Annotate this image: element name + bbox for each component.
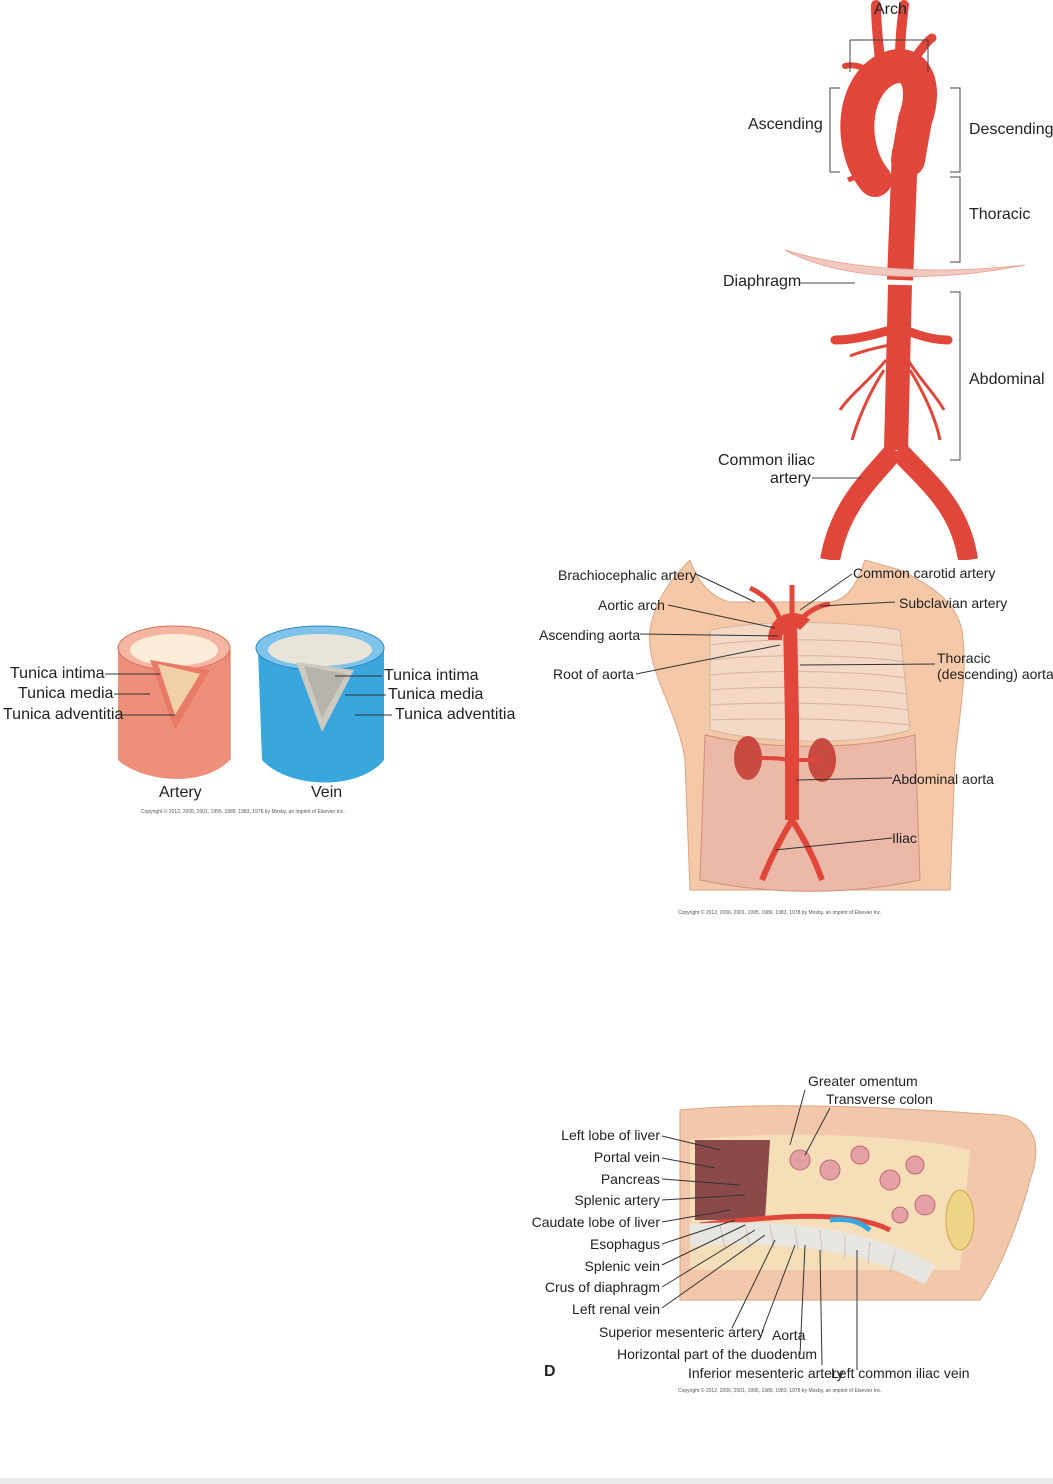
label-left-lobe-of-liver: Left lobe of liver [561,1127,660,1143]
label-esophagus: Esophagus [589,1236,660,1252]
label-subclavian-artery: Subclavian artery [899,595,1008,611]
label-caudate-lobe-of-liver: Caudate lobe of liver [531,1214,660,1230]
vein-label-adventitia: Tunica adventitia [395,706,516,723]
vein-label-media: Tunica media [388,686,484,703]
label-root-of-aorta: Root of aorta [553,666,634,682]
aorta-segments-illustration [784,0,1026,560]
artery-title: Artery [159,784,202,801]
label-portal-vein: Portal vein [593,1149,660,1165]
sagittal-section-figure: Greater omentum Transverse colon Left lo… [530,1070,1053,1400]
label-thoracic: Thoracic [937,650,991,666]
label-aortic-arch: Aortic arch [598,597,665,613]
label-ascending-aorta: Ascending aorta [539,627,641,643]
aorta-torso-illustration [635,560,965,892]
label-aorta: Aorta [772,1327,806,1343]
vessel-layers-figure: Tunica intima Tunica media Tunica advent… [0,620,520,820]
artery-label-intima: Tunica intima [10,665,105,682]
sagittal-copyright: Copyright © 2012, 2006, 2001, 1995, 1989… [678,1388,882,1394]
label-splenic-vein: Splenic vein [584,1258,661,1274]
label-common-iliac: Common iliac [718,452,815,469]
sagittal-section-illustration [661,1089,1037,1370]
label-abdominal-aorta: Abdominal aorta [892,771,994,787]
label-ascending: Ascending [748,116,823,133]
label-pancreas: Pancreas [600,1171,660,1187]
label-artery: artery [770,470,811,487]
label-left-renal-vein: Left renal vein [572,1301,660,1317]
label-thoracic: Thoracic [969,206,1031,223]
vein-label-intima: Tunica intima [384,667,479,684]
artery-label-media: Tunica media [18,685,114,702]
artery-label-adventitia: Tunica adventitia [3,706,124,723]
label-common-carotid-artery: Common carotid artery [853,565,996,581]
label-diaphragm: Diaphragm [723,273,802,290]
label-greater-omentum: Greater omentum [808,1073,918,1089]
footer-bar [0,1478,1053,1484]
label-arch: Arch [874,1,907,18]
label-descending-aorta: (descending) aorta [937,666,1053,682]
label-horizontal-duodenum: Horizontal part of the duodenum [617,1346,818,1362]
panel-letter: D [544,1363,556,1380]
label-left-common-iliac-vein: Left common iliac vein [831,1365,970,1381]
label-brachiocephalic-artery: Brachiocephalic artery [558,567,697,583]
vessel-copyright: Copyright © 2012, 2006, 2001, 1995, 1989… [141,809,345,815]
aorta-segments-figure: Arch Ascending Descending Thoracic Diaph… [700,0,1053,560]
label-crus-of-diaphragm: Crus of diaphragm [544,1279,660,1295]
vein-title: Vein [311,784,343,801]
label-transverse-colon: Transverse colon [826,1091,933,1107]
label-splenic-artery: Splenic artery [574,1192,660,1208]
label-superior-mesenteric-artery: Superior mesenteric artery [599,1324,764,1340]
label-inferior-mesenteric-artery: Inferior mesenteric artery [688,1365,844,1381]
torso-copyright: Copyright © 2012, 2006, 2001, 1995, 1989… [678,910,882,916]
label-descending: Descending [969,121,1053,138]
label-iliac: Iliac [892,830,917,846]
label-abdominal: Abdominal [969,371,1045,388]
aorta-torso-figure: Brachiocephalic artery Aortic arch Ascen… [530,560,1053,920]
vessel-layers-illustration [105,625,392,783]
